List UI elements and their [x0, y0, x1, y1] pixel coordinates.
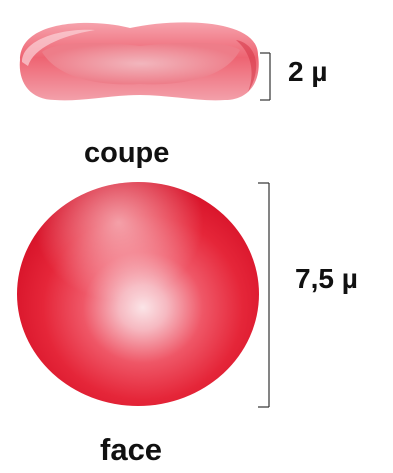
diameter-label: 7,5 µ	[295, 263, 358, 295]
cross-section-label: coupe	[84, 137, 169, 170]
cell-front-view	[17, 182, 259, 406]
diameter-bracket	[258, 183, 269, 407]
thickness-label: 2 µ	[288, 56, 327, 88]
front-view-label: face	[100, 432, 162, 468]
cell-cross-section	[20, 22, 259, 100]
thickness-bracket	[260, 53, 270, 100]
